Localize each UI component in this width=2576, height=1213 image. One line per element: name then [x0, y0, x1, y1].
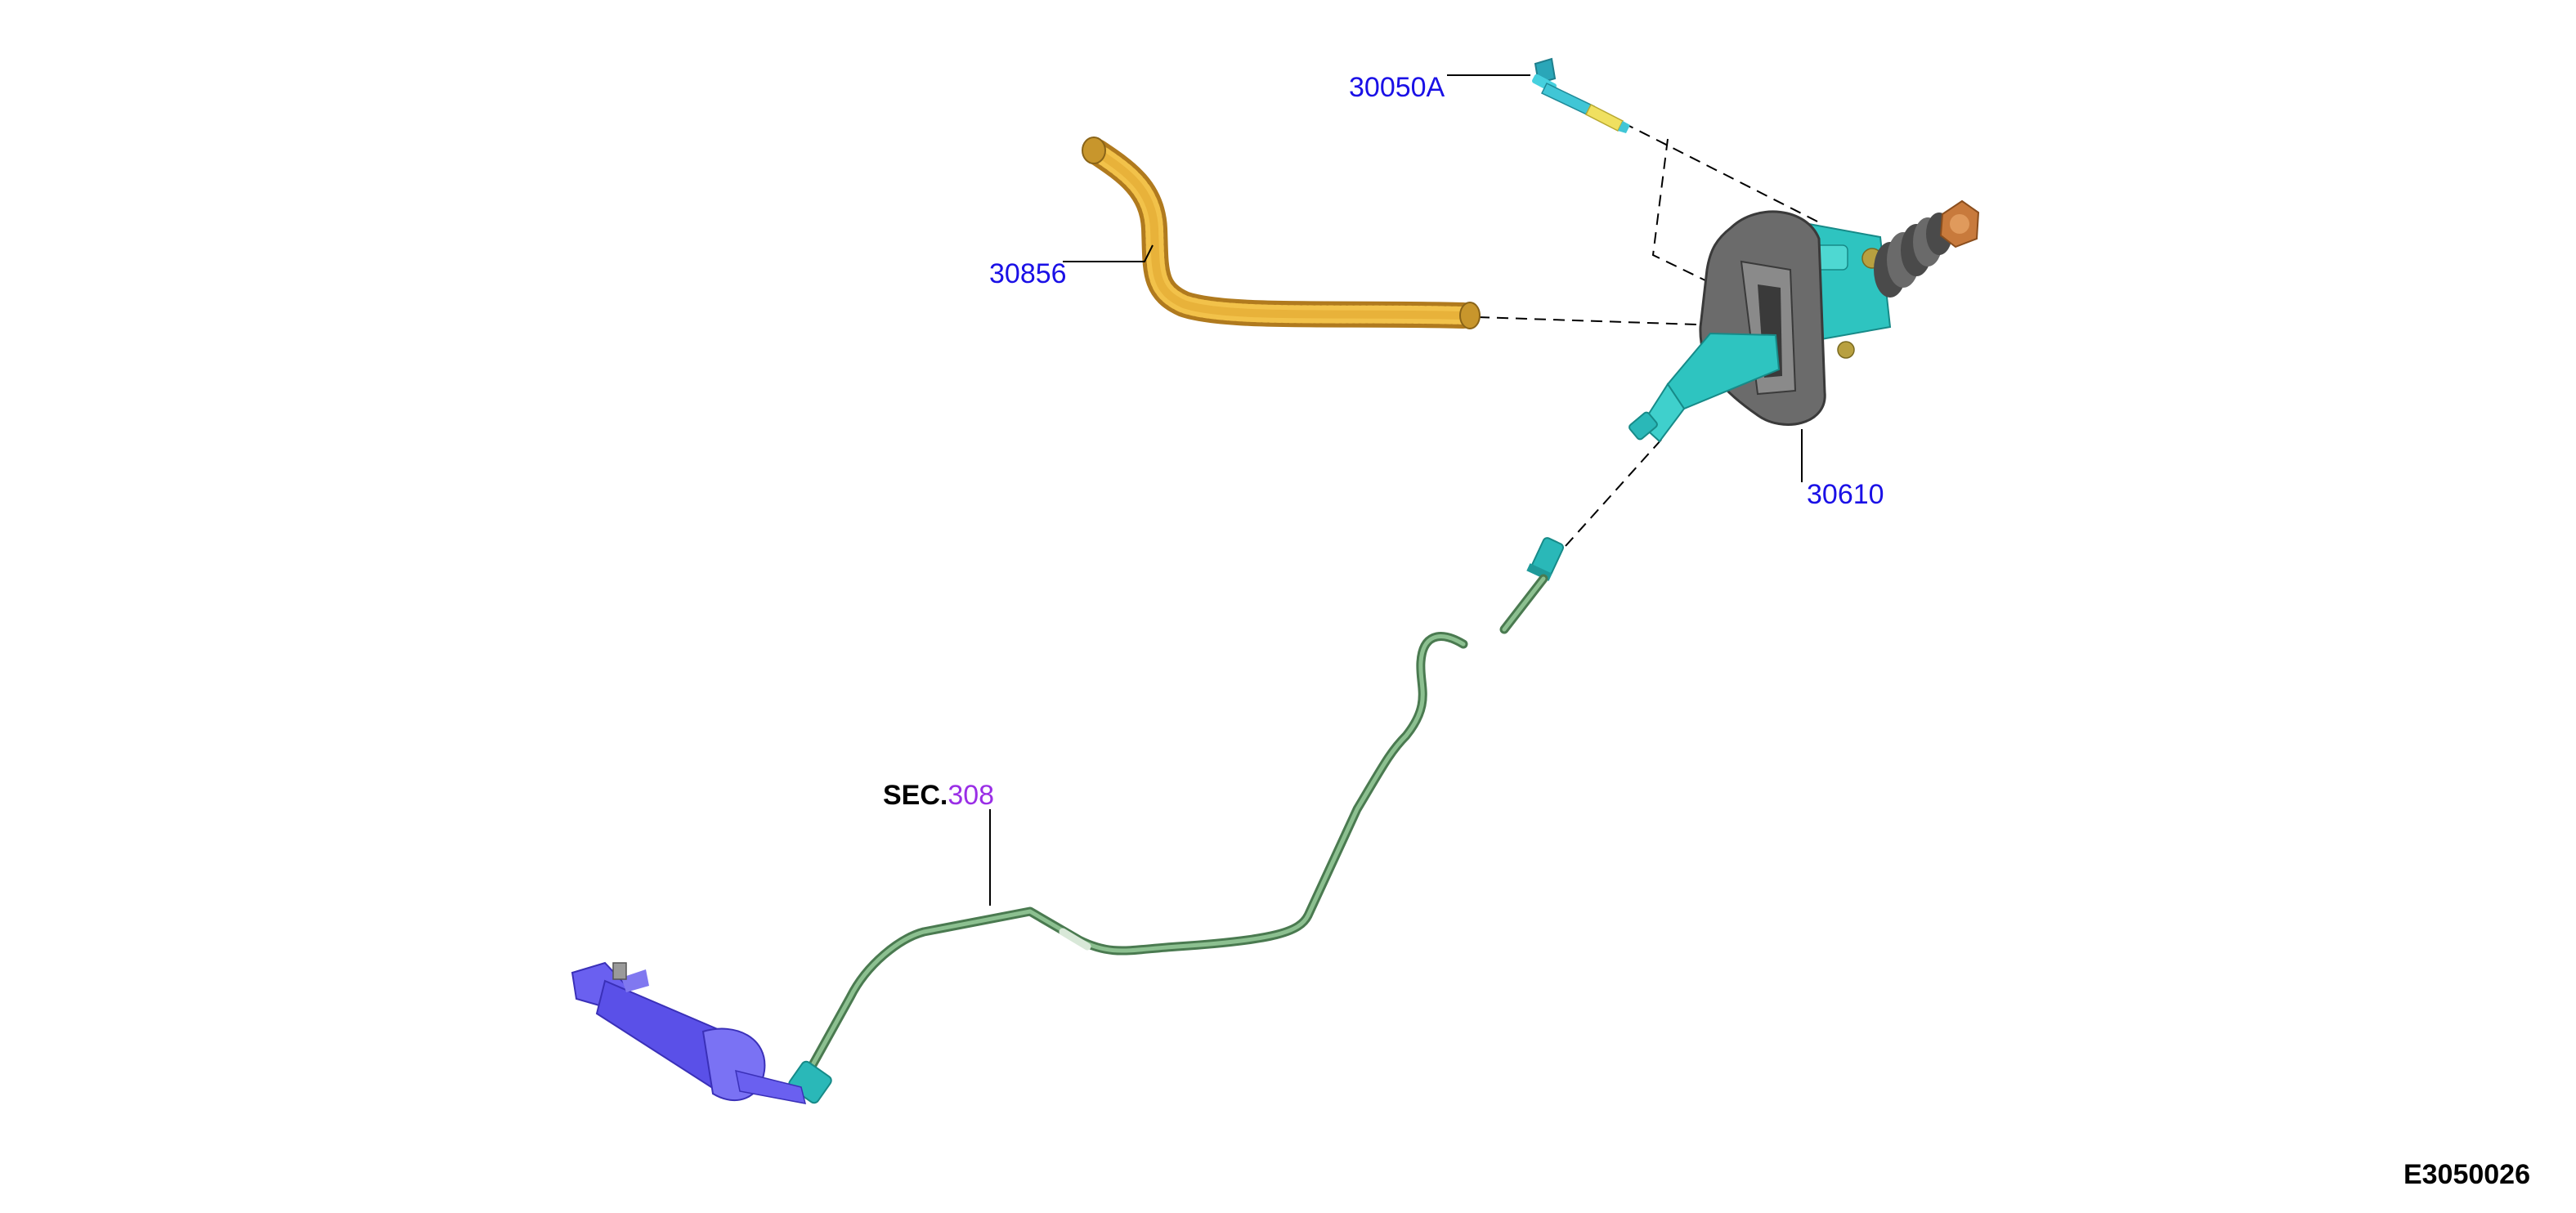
line-fitting-icon — [1526, 537, 1565, 581]
assembly-dashed-lines — [1477, 122, 1820, 547]
bolt-icon — [1531, 57, 1630, 133]
section-prefix: SEC. — [883, 780, 948, 811]
section-reference: SEC.308 — [883, 780, 994, 811]
reservoir-hose-icon — [1082, 137, 1481, 329]
boot-icon — [1874, 213, 1952, 298]
pushrod-end-icon — [1939, 199, 1980, 248]
clutch-master-cylinder-icon — [1628, 199, 1980, 443]
outlet-port-icon — [1628, 332, 1781, 443]
section-number: 308 — [948, 780, 994, 811]
leader-lines — [989, 74, 1803, 906]
callout-30610: 30610 — [1807, 479, 1884, 510]
callout-30050a: 30050A — [1349, 72, 1445, 103]
figure-id: E3050026 — [2404, 1159, 2530, 1190]
clutch-slave-cylinder-icon — [571, 961, 807, 1104]
hydraulic-line-icon — [788, 537, 1565, 1104]
callout-30856: 30856 — [989, 258, 1067, 289]
